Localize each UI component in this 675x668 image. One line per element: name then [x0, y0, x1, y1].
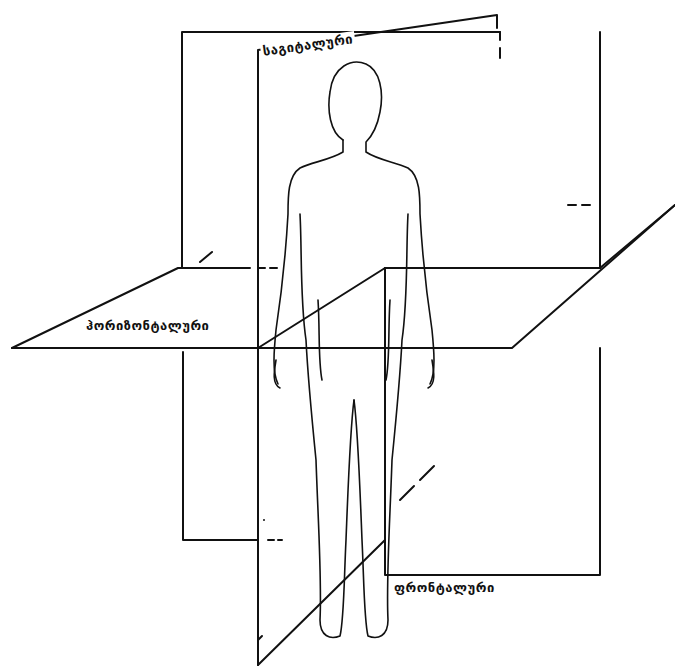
- horizontal-plane-left: [12, 268, 250, 348]
- plane-intersection: [258, 268, 385, 348]
- horizontal-plane-front: [12, 205, 675, 348]
- hidden-edge: [400, 466, 434, 500]
- sagittal-plane-label: საგიტალური: [260, 31, 356, 60]
- hidden-edge: [568, 204, 590, 206]
- hidden-edge: [258, 520, 264, 640]
- frontal-plane-right: [599, 32, 601, 268]
- frontal-plane-label: ფრონტალური: [392, 580, 497, 596]
- horizontal-plane-right: [600, 205, 675, 268]
- human-figure: [274, 62, 434, 637]
- hidden-edge: [200, 252, 212, 262]
- hidden-edge: [268, 539, 282, 541]
- sagittal-plane: [258, 15, 497, 665]
- frontal-plane-bottom-right: [385, 268, 600, 575]
- horizontal-plane-back: [385, 267, 600, 269]
- horizontal-plane-label: ჰორიზონტალური: [84, 318, 211, 334]
- hidden-edge: [258, 267, 280, 269]
- hidden-edge: [499, 32, 501, 58]
- sagittal-plane-bottom: [258, 540, 385, 665]
- frontal-plane-bottom-left: [183, 352, 258, 540]
